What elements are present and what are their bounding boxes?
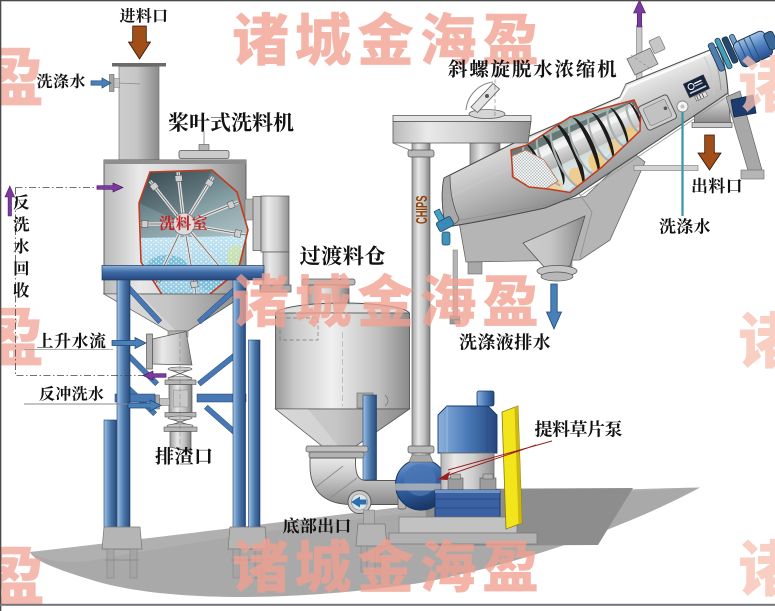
svg-text:CHIPS: CHIPS [412, 195, 430, 224]
